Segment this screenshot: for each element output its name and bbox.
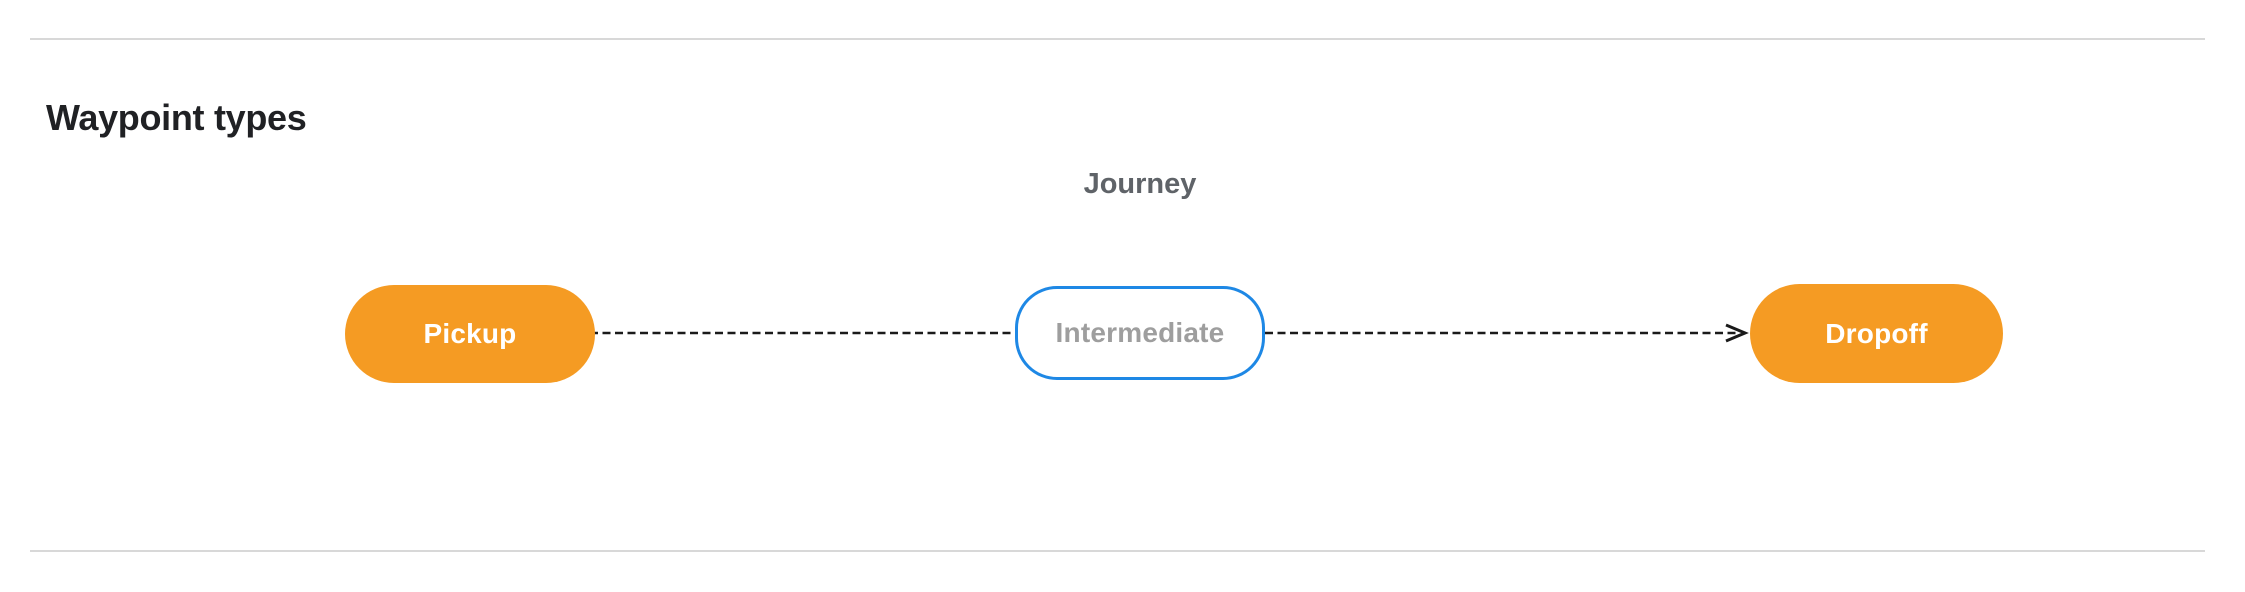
node-dropoff-label: Dropoff: [1825, 317, 1928, 349]
node-dropoff: Dropoff: [1750, 284, 2003, 383]
top-divider: [30, 38, 2205, 40]
bottom-divider: [30, 550, 2205, 552]
page-title: Waypoint types: [46, 96, 307, 138]
journey-label: Journey: [1083, 168, 1197, 200]
node-intermediate: Intermediate: [1015, 286, 1265, 380]
node-intermediate-label: Intermediate: [1055, 317, 1225, 348]
arrowhead-icon: [1725, 323, 1749, 343]
node-pickup: Pickup: [345, 285, 595, 383]
node-pickup-label: Pickup: [423, 318, 517, 349]
